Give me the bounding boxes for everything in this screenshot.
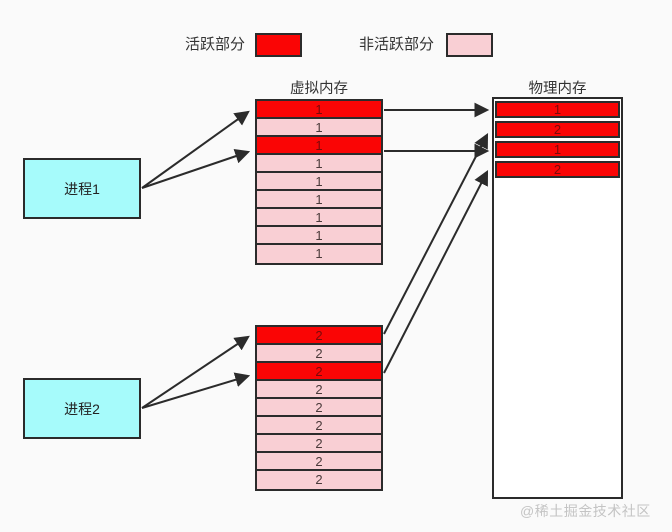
vm1-row: 1 [257,155,381,173]
watermark: @稀土掘金技术社区 [520,503,651,519]
vm2-row: 2 [257,399,381,417]
vm1-row: 1 [257,245,381,263]
virtual-memory-table-process2: 2 2 2 2 2 2 2 2 2 [255,325,383,491]
physical-memory-box: 1 2 1 2 [492,97,623,499]
arrow-vm2-row1-to-pm-row2 [383,133,489,335]
vm1-row: 1 [257,119,381,137]
legend-active-label: 活跃部分 [185,36,246,53]
process1-box: 进程1 [23,158,141,219]
process2-box: 进程2 [23,378,141,439]
vm2-row: 2 [257,417,381,435]
arrow-process1-to-vm1-row3 [141,148,251,189]
virtual-memory-table-process1: 1 1 1 1 1 1 1 1 1 [255,99,383,265]
vm1-row: 1 [257,137,381,155]
process1-label: 进程1 [64,180,100,197]
legend-active-swatch [255,33,303,57]
vm2-row: 2 [257,363,381,381]
legend-inactive-swatch [446,33,494,57]
physical-memory-title: 物理内存 [528,81,587,97]
process2-label: 进程2 [64,400,100,417]
vm2-row: 2 [257,453,381,471]
arrow-process2-to-vm2-row1 [141,335,250,409]
legend-inactive-label: 非活跃部分 [359,36,435,53]
arrow-process1-to-vm1-row1 [141,110,250,189]
pm-row: 2 [495,161,620,178]
arrow-vm2-row3-to-pm-row4 [383,169,489,374]
vm2-row: 2 [257,345,381,363]
pm-row: 1 [495,141,620,158]
vm1-row: 1 [257,209,381,227]
vm1-row: 1 [257,101,381,119]
vm1-row: 1 [257,191,381,209]
vm1-row: 1 [257,173,381,191]
arrow-process2-to-vm2-row3 [141,372,251,409]
vm2-row: 2 [257,435,381,453]
pm-row: 2 [495,121,620,138]
vm1-row: 1 [257,227,381,245]
virtual-memory-title: 虚拟内存 [290,81,348,97]
vm2-row: 2 [257,327,381,345]
pm-row: 1 [495,101,620,118]
vm2-row: 2 [257,381,381,399]
legend: 活跃部分 非活跃部分 [185,33,494,57]
vm2-row: 2 [257,471,381,489]
